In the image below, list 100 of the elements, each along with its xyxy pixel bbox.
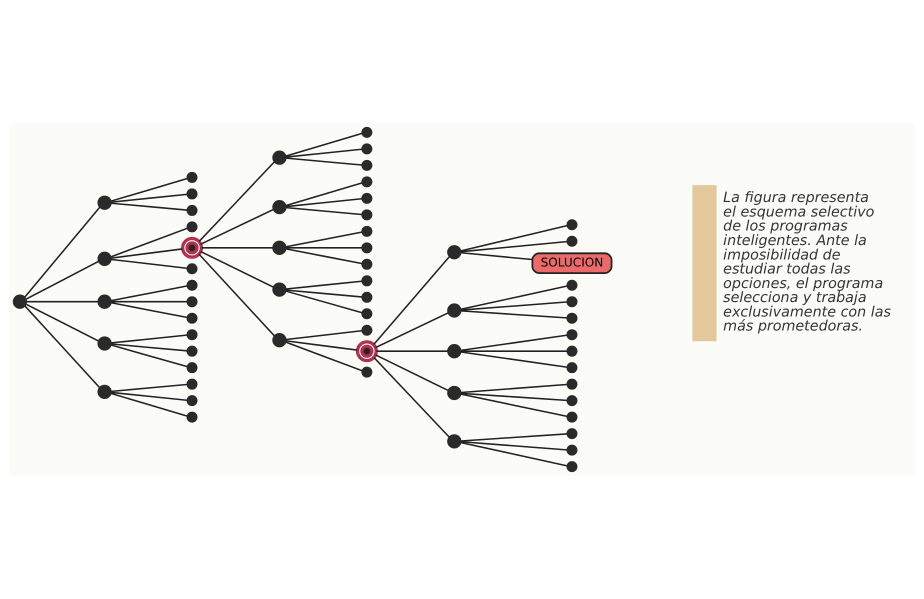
node-circle [566, 444, 578, 456]
connector [286, 290, 362, 314]
connector [286, 330, 362, 340]
connector [460, 384, 567, 394]
node-circle [186, 188, 198, 200]
connector [286, 157, 362, 166]
node-circle [361, 324, 372, 336]
node-circle [97, 252, 112, 266]
connector [111, 300, 187, 302]
connector [460, 301, 567, 311]
node-circle [566, 280, 578, 291]
node-circle [447, 434, 462, 448]
connector [374, 357, 450, 438]
node-circle [272, 240, 287, 255]
node-circle [447, 303, 462, 318]
node-circle [566, 329, 578, 340]
connector [111, 194, 187, 203]
node-circle [181, 236, 204, 259]
node-circle [272, 282, 287, 297]
node-circle [566, 296, 578, 308]
node-circle [361, 258, 372, 270]
node-box: SOLUCION [532, 252, 612, 274]
node-circle [361, 192, 372, 204]
connector [26, 300, 98, 302]
connector [286, 289, 362, 298]
node-circle [186, 362, 198, 374]
node-circle [361, 226, 372, 237]
node-circle [97, 294, 112, 309]
connector [198, 161, 275, 242]
connector [111, 302, 188, 318]
node-circle [12, 294, 28, 309]
node-circle [566, 312, 578, 324]
connector [24, 206, 100, 298]
connector [460, 240, 567, 252]
connector [460, 334, 567, 352]
connector [111, 228, 188, 258]
node-circle [566, 362, 578, 374]
connector [24, 306, 100, 388]
label: La figura representa el esquema selectivo de los programas inteligentes. Ante la imposibilidad de estudiar todas las opciones, el programa selecciona y trabaja exclusivamente con las más prometedoras. [723, 190, 891, 335]
connector [111, 258, 187, 269]
connector [286, 280, 362, 290]
connector [202, 247, 273, 249]
connector [286, 206, 362, 216]
connector [286, 182, 362, 206]
node-circle [361, 366, 372, 378]
connector [111, 392, 188, 417]
connector [460, 224, 568, 252]
node-circle [447, 344, 462, 358]
connector [460, 252, 532, 260]
connector [286, 148, 362, 158]
node-circle [566, 378, 578, 390]
node-circle [186, 280, 198, 291]
node-circle [447, 386, 462, 400]
node-circle [272, 333, 287, 348]
connector [286, 340, 358, 351]
connector [460, 392, 567, 402]
connector [460, 433, 567, 442]
node-circle [186, 172, 198, 183]
connector [111, 285, 188, 302]
node-circle [361, 160, 372, 171]
connector [286, 342, 362, 372]
connector [111, 343, 187, 352]
connector [460, 441, 567, 451]
node-circle [97, 196, 112, 210]
connector [286, 198, 362, 208]
node-circle [186, 296, 198, 308]
node-circle [361, 176, 372, 188]
node-circle [566, 428, 578, 440]
node-circle [361, 292, 372, 303]
connector [286, 132, 362, 157]
connector [111, 202, 187, 211]
node-circle [356, 340, 378, 362]
connector [376, 350, 448, 352]
node-circle [186, 378, 198, 390]
connector [460, 351, 567, 368]
connector [375, 312, 448, 348]
node-circle [361, 209, 372, 220]
node-circle [566, 412, 578, 423]
connector [460, 393, 567, 418]
node-circle [566, 461, 578, 472]
node-circle [186, 412, 198, 423]
connector [286, 231, 362, 248]
connector [111, 384, 187, 392]
connector [200, 250, 274, 288]
connector [460, 442, 567, 466]
connector [111, 344, 188, 368]
connector [111, 392, 187, 402]
node-circle [447, 245, 462, 260]
connector [111, 178, 188, 202]
connector [26, 304, 99, 342]
node-circle [97, 336, 112, 351]
node-circle [186, 204, 198, 216]
connector [286, 247, 362, 249]
node-circle [272, 200, 287, 214]
connector [460, 350, 567, 352]
node-circle [566, 219, 578, 230]
node-circle [361, 308, 372, 320]
node-circle [186, 329, 198, 340]
node-circle [186, 221, 198, 232]
node-circle [566, 395, 578, 406]
